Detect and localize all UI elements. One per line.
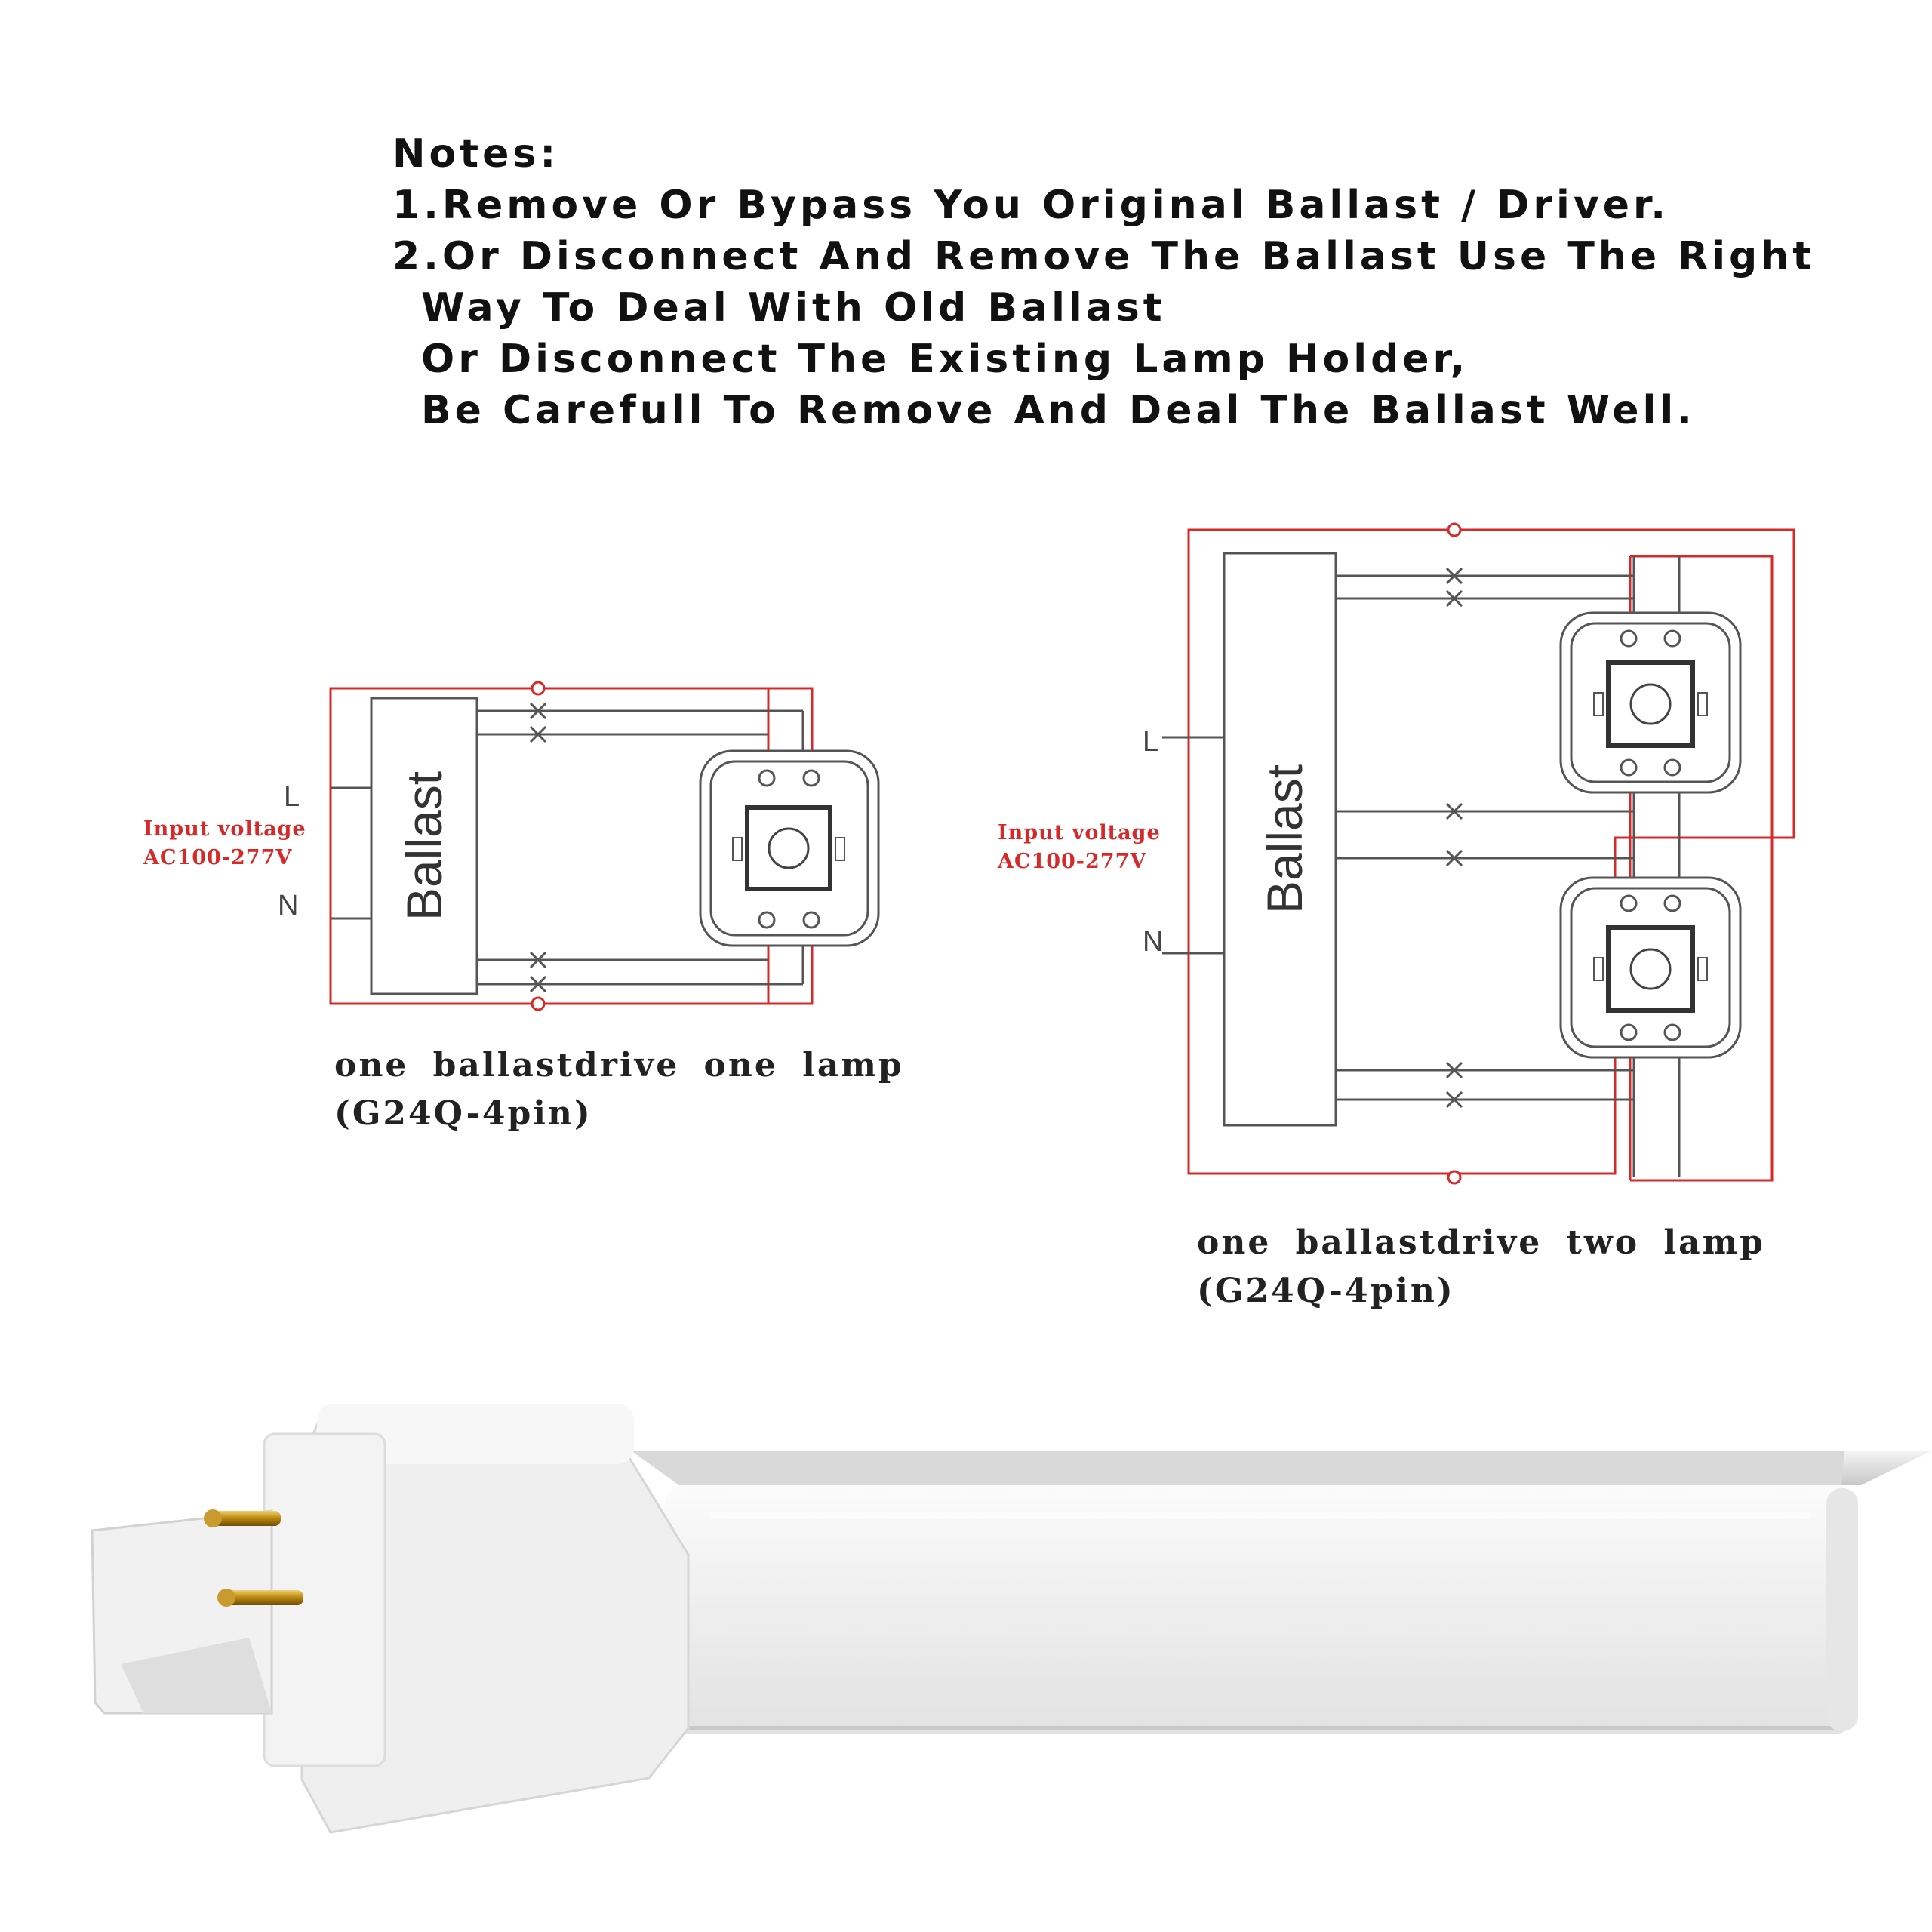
ballast-label: Ballast: [1257, 764, 1312, 914]
caption-line: one ballastdrive two lamp: [1197, 1223, 1765, 1262]
open-circle-icon: [531, 681, 546, 696]
neutral-label: N: [278, 890, 298, 921]
caption-line: one ballastdrive one lamp: [334, 1046, 904, 1084]
open-circle-icon: [531, 996, 546, 1011]
neutral-label: N: [1143, 926, 1163, 958]
caption-line: (G24Q-4pin): [334, 1094, 592, 1133]
lamp-socket-icon: [1559, 611, 1742, 794]
cut-wire-icon: [529, 702, 547, 993]
notes-block: Notes: 1.Remove Or Bypass You Original B…: [392, 128, 1826, 436]
input-voltage-range: AC100-277V: [998, 850, 1147, 873]
cut-wire-icon: [1445, 567, 1463, 1109]
note-line-5: Be Carefull To Remove And Deal The Balla…: [421, 388, 1696, 433]
lamp-socket-icon: [1559, 876, 1742, 1059]
input-voltage-title: Input voltage: [998, 821, 1161, 844]
note-line-4: Or Disconnect The Existing Lamp Holder,: [421, 337, 1469, 382]
input-voltage-title: Input voltage: [143, 817, 306, 841]
bypass-wire-loop: [1187, 528, 1795, 1175]
notes-heading: Notes:: [392, 131, 560, 177]
diagram-one-ballast-one-lamp: Ballast L N: [278, 681, 880, 1011]
ballast-box: [1223, 552, 1337, 1127]
caption-diagram-one: one ballastdrive one lamp (G24Q-4pin): [334, 1041, 904, 1138]
line-label: L: [284, 781, 300, 813]
caption-diagram-two: one ballastdrive two lamp (G24Q-4pin): [1197, 1219, 1765, 1315]
lamp-socket-icon: [699, 749, 880, 947]
line-label: L: [1143, 726, 1158, 758]
input-voltage-label-two: Input voltage AC100-277V: [998, 819, 1161, 876]
note-line-2: 2.Or Disconnect And Remove The Ballast U…: [392, 234, 1816, 279]
diagram-two-ballast-two-lamp: Ballast L N: [1143, 522, 1795, 1185]
input-voltage-range: AC100-277V: [143, 846, 293, 869]
caption-line: (G24Q-4pin): [1197, 1272, 1455, 1310]
ballast-label: Ballast: [396, 771, 452, 921]
open-circle-icon: [1447, 522, 1462, 537]
ballast-box: [370, 697, 478, 995]
open-circle-icon: [1447, 1170, 1462, 1185]
g24q-led-lamp-icon: [91, 1404, 1932, 1834]
bypass-wire-outer: [1630, 555, 1774, 1182]
note-line-1: 1.Remove Or Bypass You Original Ballast …: [392, 183, 1669, 228]
note-line-3: Way To Deal With Old Ballast: [421, 285, 1166, 331]
input-voltage-label-one: Input voltage AC100-277V: [143, 815, 306, 872]
